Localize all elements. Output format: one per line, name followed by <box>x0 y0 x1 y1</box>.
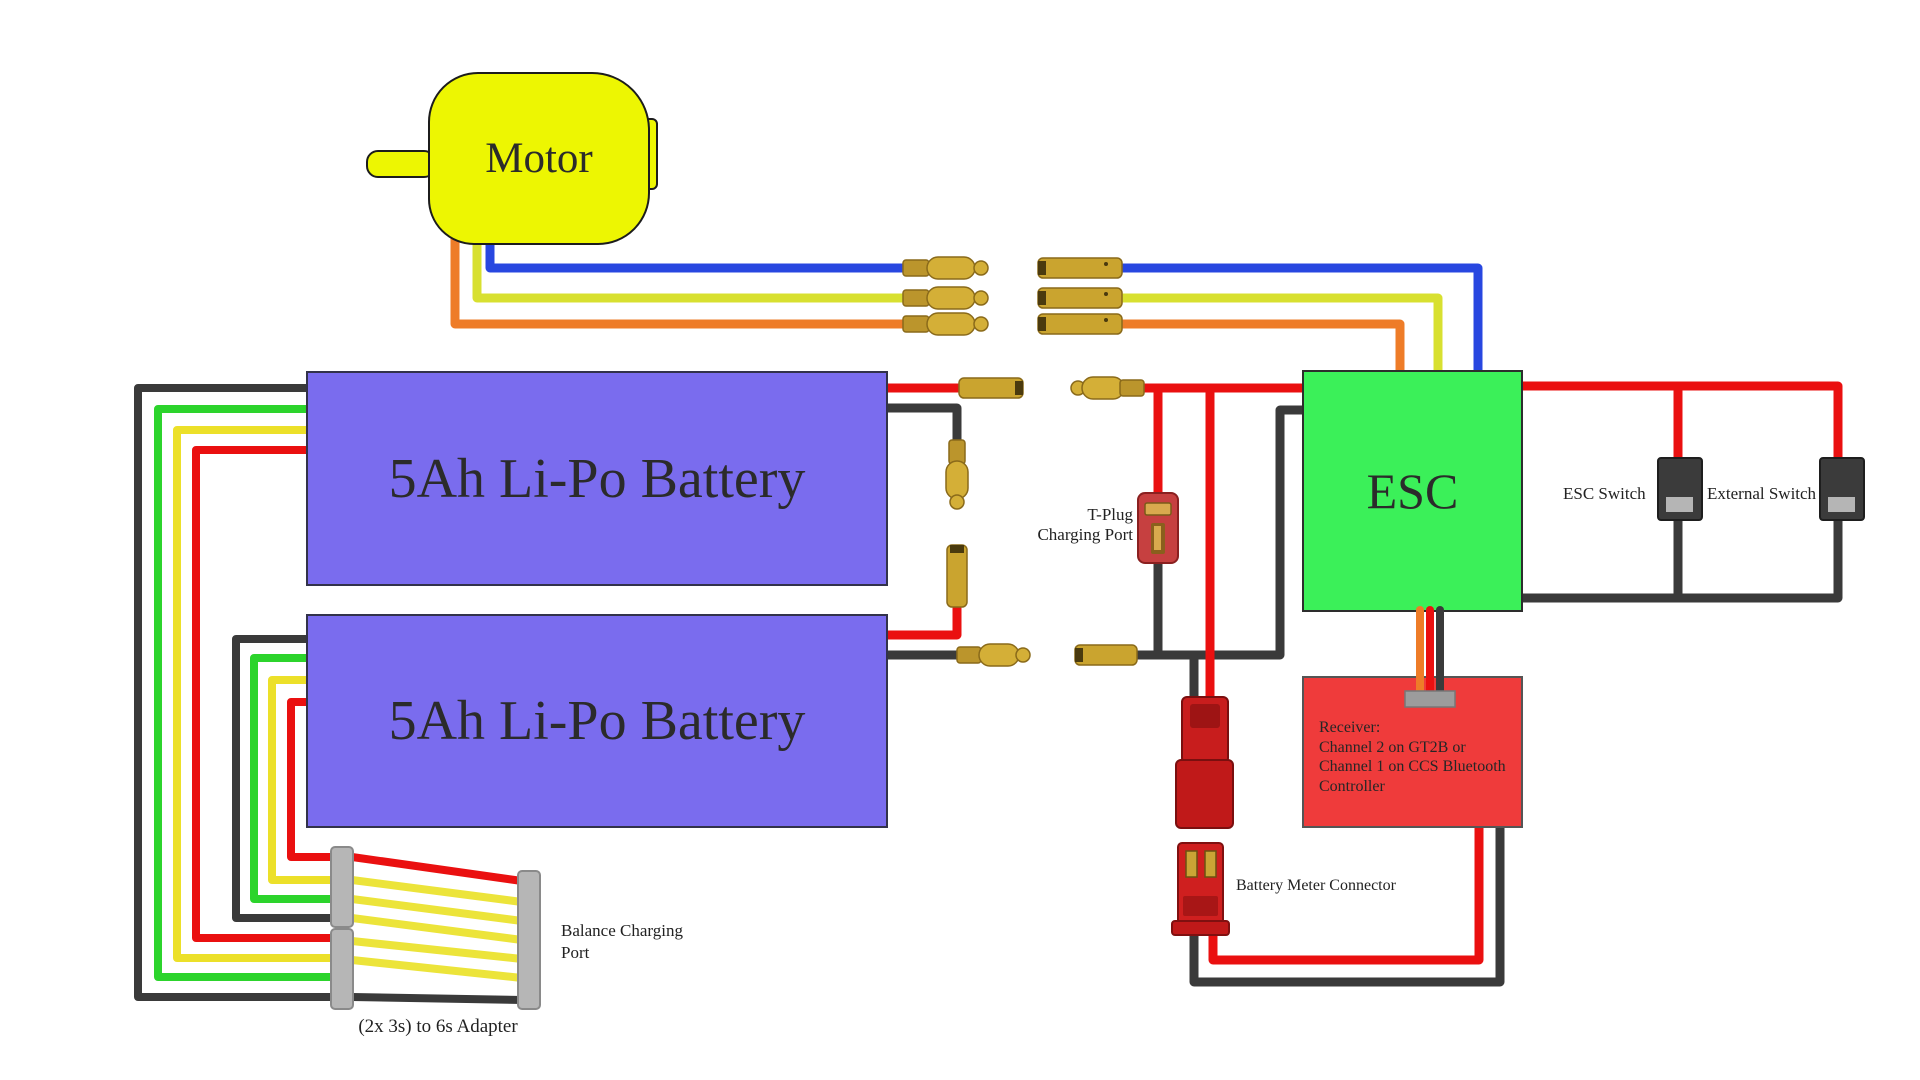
battery-bottom-label: 5Ah Li-Po Battery <box>388 690 806 752</box>
adapter-label: (2x 3s) to 6s Adapter <box>358 1016 518 1037</box>
battery-meter-label: Battery Meter Connector <box>1236 877 1396 894</box>
motor: Motor <box>428 72 650 245</box>
balance-charging-port-bar <box>517 870 541 1010</box>
esc-label: ESC <box>1366 463 1459 519</box>
receiver-connector <box>1404 690 1456 708</box>
battery2-positive-wire <box>883 603 962 640</box>
esc: ESC <box>1302 370 1523 612</box>
balance-port-label: Balance Charging Port <box>561 920 683 964</box>
motor-phase-wires <box>450 233 915 329</box>
tplug-label: T-Plug Charging Port <box>1003 505 1133 545</box>
esc-receiver-servo-wire <box>1404 606 1456 708</box>
battery1-positive-wire <box>883 383 1307 505</box>
tplug-label-line1: T-Plug <box>1087 505 1133 524</box>
esc-phase-wires <box>1113 263 1483 379</box>
external-switch-label: External Switch <box>1707 484 1817 503</box>
series-link-bullet-pair <box>945 439 969 608</box>
receiver-line2: Channel 2 on GT2B or <box>1319 738 1466 756</box>
esc-switch-label: ESC Switch <box>1563 484 1646 503</box>
battery-bottom: 5Ah Li-Po Battery <box>306 614 888 828</box>
battery-meter-socket-female <box>1171 842 1230 936</box>
balance-adapter-plugs <box>330 846 541 1010</box>
esc-bullet-connectors-female <box>1037 257 1123 335</box>
battery-meter-loop-wires <box>1189 821 1505 987</box>
balance-wires-battery1 <box>134 384 354 1001</box>
motor-bullet-connectors-male <box>902 256 989 336</box>
battery-positive-bullet-pair <box>958 376 1145 400</box>
motor-label: Motor <box>485 135 593 182</box>
switch-wires <box>1518 381 1843 603</box>
external-switch <box>1819 457 1865 521</box>
esc-switch <box>1657 457 1703 521</box>
receiver-line4: Controller <box>1319 777 1385 795</box>
balance-wires-battery2 <box>232 635 354 922</box>
battery-top: 5Ah Li-Po Battery <box>306 371 888 586</box>
receiver-line1: Receiver: <box>1319 719 1381 736</box>
tplug-connector <box>1137 492 1179 564</box>
balance-port-label-line2: Port <box>561 943 590 962</box>
tplug-label-line2: Charging Port <box>1037 525 1133 544</box>
battery-meter-plug-male <box>1175 696 1234 829</box>
balance-port-label-line1: Balance Charging <box>561 921 683 940</box>
battery-negative-bullet-pair <box>956 643 1138 667</box>
battery-top-label: 5Ah Li-Po Battery <box>388 447 806 510</box>
receiver-line3: Channel 1 on CCS Bluetooth <box>1319 758 1506 775</box>
battery1-negative-wire <box>883 403 962 450</box>
adapter-fan-wires <box>348 853 526 1004</box>
